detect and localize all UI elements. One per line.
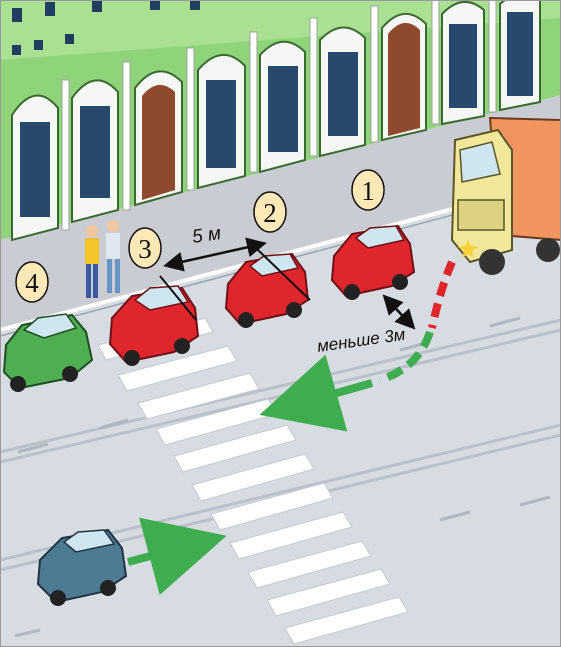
marker-2-label: 2: [263, 198, 277, 228]
marker-3: 3: [129, 228, 161, 268]
marker-1: 1: [352, 170, 384, 210]
truck: [452, 118, 561, 275]
marker-1-label: 1: [361, 176, 375, 206]
marker-4-label: 4: [25, 268, 39, 298]
marker-3-label: 3: [138, 234, 152, 264]
label-5m: 5 м: [191, 223, 223, 248]
marker-2: 2: [254, 192, 286, 232]
marker-4: 4: [16, 262, 48, 302]
